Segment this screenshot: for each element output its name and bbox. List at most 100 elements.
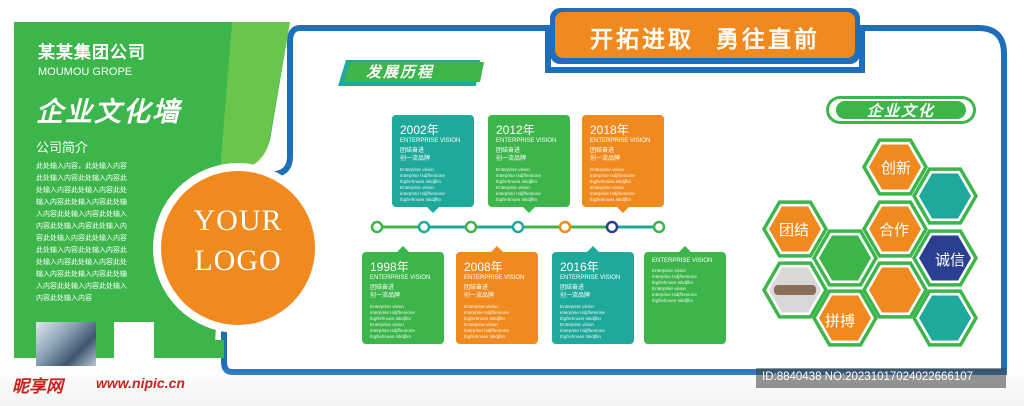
card-year: 2018年 [590, 123, 629, 137]
intro-text: 此处输入内容，此处输入内容此处输入内容此处输入内容此处输入内容此处输入内容此处输… [36, 160, 127, 304]
intro-line: 入内容此处输入内容此处输入 [36, 210, 127, 218]
card-body-line: interprise Isdjfhenione [370, 310, 415, 315]
company-name-en: MOUMOU GROPE [38, 66, 133, 78]
card-subtitle: ENTERPRISE VISION [560, 275, 621, 281]
card-pointer [491, 246, 503, 252]
culture-value-innovation: 创新 [880, 159, 911, 177]
card-pointer [587, 246, 599, 252]
card-body-line: Ibgfrehnues Iskdjfkn [560, 316, 602, 321]
card-year: 2012年 [496, 123, 535, 137]
card-body-line: Ibgfrehnues Iskdjfkn [370, 334, 412, 339]
card-body-line: Ibgfrehnues Iskdjfkn [652, 280, 694, 285]
hex-cooperation [869, 206, 921, 252]
card-body-line: Enterprise vision [464, 304, 498, 309]
slogan-text: 开拓进取 勇往直前 [589, 27, 820, 53]
card-year: 2002年 [400, 123, 439, 137]
card-body-line: Ibgfrehnues Iskdjfkn [400, 197, 442, 202]
card-body-line: interprise Isdjfhenione [560, 310, 605, 315]
card-body-line: interprise Isdjfhenione [652, 292, 697, 297]
card-body-line: interprise Isdjfhenione [590, 191, 635, 196]
card-body-line: Enterprise vision [590, 167, 624, 172]
card-subtitle: ENTERPRISE VISION [652, 258, 713, 264]
card-slogan-line: 团结奋进 [560, 284, 585, 291]
timeline-node [605, 220, 619, 234]
timeline-node [417, 220, 431, 234]
intro-line: 内容此处输入内容此处输入内 [36, 222, 127, 230]
card-body-line: interprise Isdjfhenione [400, 191, 445, 196]
card-body-line: Enterprise vision [370, 304, 404, 309]
intro-line: 输入内容此处输入内容此处输 [36, 198, 127, 206]
card-body-line: Ibgfrehnues Iskdjfkn [400, 179, 442, 184]
card-body-line: Enterprise vision [590, 185, 624, 190]
card-pointer [523, 207, 535, 213]
card-body-line: Ibgfrehnues Iskdjfkn [652, 298, 694, 303]
card-subtitle: ENTERPRISE VISION [590, 138, 651, 144]
card-body-line: Ibgfrehnues Iskdjfkn [464, 334, 506, 339]
card-body-line: Enterprise vision [400, 167, 434, 172]
hex-integrity [919, 235, 971, 281]
hex-unity [769, 206, 821, 252]
intro-line: 容此处输入内容此处输入内容 [36, 234, 127, 242]
card-subtitle: ENTERPRISE VISION [370, 275, 431, 281]
culture-value-cooperation: 合作 [878, 221, 909, 239]
intro-line: 此处输入内容此处输入内容此 [36, 174, 127, 182]
card-slogan-line: 创一流品牌 [400, 155, 431, 162]
card-year: 1998年 [370, 260, 409, 274]
wall-title: 企业文化墙 [36, 97, 181, 128]
timeline-title-badge [338, 60, 484, 86]
timeline-title: 发展历程 [366, 63, 435, 81]
card-slogan-line: 创一流品牌 [560, 292, 591, 299]
card-pointer [427, 207, 439, 213]
card-slogan-line: 团结奋进 [590, 147, 615, 154]
card-pointer [617, 207, 629, 213]
logo-text-line1: YOUR [193, 204, 283, 237]
intro-title: 公司简介 [36, 141, 89, 156]
card-body-line: Ibgfrehnues Iskdjfkn [370, 316, 412, 321]
card-year: 2016年 [560, 260, 599, 274]
card-body-line: interprise Isdjfhenione [590, 173, 635, 178]
watermark-site-cn: 昵享网 [12, 377, 63, 397]
card-body-line: interprise Isdjfhenione [370, 328, 415, 333]
watermark-id: ID:8840438 NO:20231017024022666107 [762, 371, 974, 383]
card-body-line: Ibgfrehnues Iskdjfkn [590, 179, 632, 184]
culture-value-striving: 拼搏 [824, 312, 855, 330]
timeline-node [652, 220, 666, 234]
card-body-line: Enterprise vision [496, 185, 530, 190]
card-body-line: Ibgfrehnues Iskdjfkn [590, 197, 632, 202]
card-slogan-line: 团结奋进 [400, 147, 425, 154]
handshake-icon [774, 285, 816, 295]
card-body-line: Enterprise vision [560, 322, 594, 327]
intro-line: 处输入内容此处输入内容此处 [36, 186, 127, 194]
card-year: 2008年 [464, 260, 503, 274]
timeline-node [558, 220, 572, 234]
card-body-line: Ibgfrehnues Iskdjfkn [560, 334, 602, 339]
card-body-line: Ibgfrehnues Iskdjfkn [496, 179, 538, 184]
card-body-line: Ibgfrehnues Iskdjfkn [464, 316, 506, 321]
card-body-line: interprise Isdjfhenione [464, 310, 509, 315]
company-name-cn: 某某集团公司 [38, 43, 146, 63]
card-slogan-line: 创一流品牌 [370, 292, 401, 299]
timeline-node [464, 220, 478, 234]
card-slogan-line: 创一流品牌 [464, 292, 495, 299]
hex-teal-1 [919, 173, 971, 219]
culture-hexagons [762, 138, 978, 347]
card-body-line: Enterprise vision [560, 304, 594, 309]
timeline-axis [370, 220, 666, 234]
photo-placeholder [114, 322, 154, 364]
watermark-id-box [756, 368, 1006, 388]
card-body-line: Enterprise vision [652, 286, 686, 291]
timeline-node [511, 220, 525, 234]
card-body-line: interprise Isdjfhenione [464, 328, 509, 333]
card-subtitle: ENTERPRISE VISION [464, 275, 525, 281]
logo-text-line2: LOGO [194, 244, 282, 277]
card-subtitle: ENTERPRISE VISION [496, 138, 557, 144]
timeline-node [370, 220, 384, 234]
hex-orange-2 [869, 267, 921, 313]
